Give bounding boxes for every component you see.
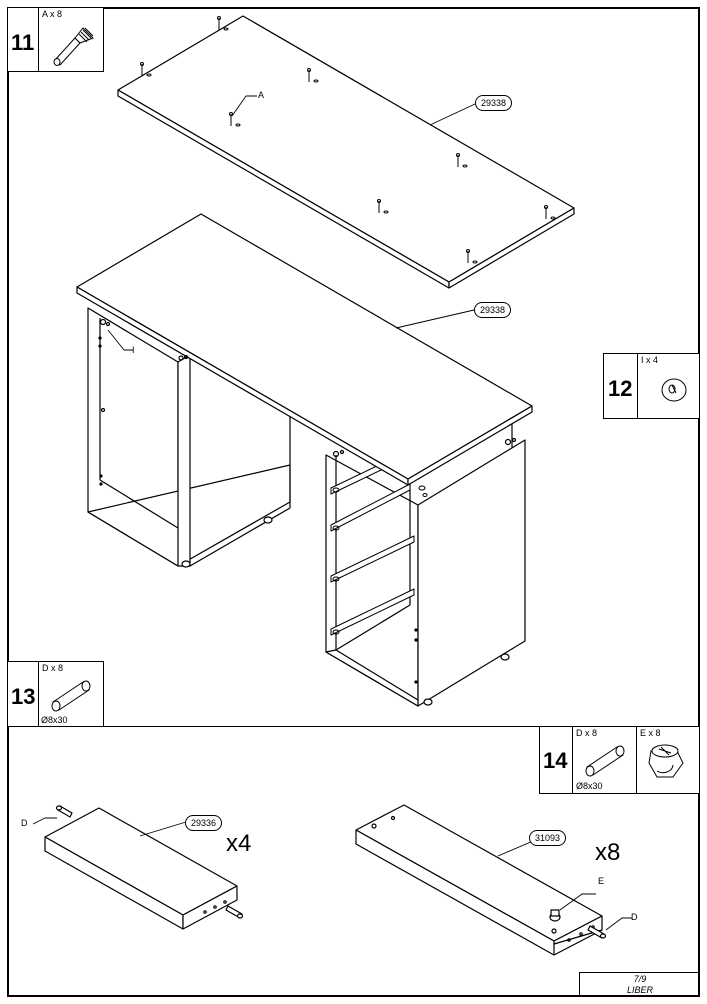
step-11-box: 11 A x 8 — [7, 7, 104, 72]
hardware-caption: A x 8 — [42, 9, 63, 19]
hardware-caption: D x 8 — [576, 728, 598, 738]
product-name: LIBER — [626, 985, 653, 995]
page-number: 7/9 — [633, 974, 647, 984]
step-number: 11 — [11, 30, 35, 55]
cam-lock-icon — [648, 744, 684, 778]
step-number: 13 — [11, 684, 36, 709]
step-number: 14 — [543, 748, 568, 773]
hardware-caption: D x 8 — [42, 663, 64, 673]
hardware-size: Ø8x30 — [576, 781, 603, 791]
step-12-box: 12 I x 4 — [603, 353, 700, 419]
label-d-shelf: D — [21, 818, 28, 828]
label-e: E — [598, 876, 605, 886]
part-code-desk-top: 29338 — [474, 302, 512, 318]
hardware-cell-e: E x 8 — [636, 727, 700, 793]
step-number: 12 — [608, 376, 633, 401]
label-a: A — [258, 90, 265, 100]
part-code-top-panel: 29338 — [475, 95, 513, 111]
label-i: I — [132, 345, 135, 355]
quantity-drawer-side: x8 — [595, 839, 621, 866]
hardware-caption: E x 8 — [640, 728, 661, 738]
left-carcass — [87, 307, 291, 568]
step-14-box: 14 D x 8 Ø8x30 E x 8 — [539, 726, 700, 794]
hardware-caption: I x 4 — [641, 355, 659, 365]
part-code-drawer-side: 31093 — [529, 830, 567, 846]
step-13-box: 13 D x 8 Ø8x30 — [7, 661, 104, 727]
hardware-cell-a: A x 8 — [38, 8, 105, 71]
cam-bolts-a — [140, 16, 556, 264]
page-number-box: 7/9 LIBER — [579, 972, 700, 997]
right-carcass — [325, 422, 526, 707]
cover-cap-icon — [661, 378, 687, 402]
step-divider-bottom — [8, 726, 699, 727]
label-d-drawer: D — [631, 912, 638, 922]
hardware-cell-d: D x 8 Ø8x30 — [38, 662, 105, 726]
cam-bolt-icon — [53, 27, 94, 66]
hardware-size: Ø8x30 — [41, 715, 68, 725]
desk-top — [76, 213, 533, 486]
wooden-dowel-icon — [51, 680, 91, 712]
top-panel — [117, 15, 575, 289]
part-code-shelf: 29336 — [185, 815, 223, 831]
shelf-panel — [44, 805, 244, 930]
wooden-dowel-icon — [585, 745, 625, 777]
page-frame — [7, 7, 700, 997]
quantity-shelf: x4 — [226, 830, 252, 857]
hardware-cell-d: D x 8 Ø8x30 — [572, 727, 637, 793]
drawer-side-panel — [355, 804, 607, 956]
hardware-cell-i: I x 4 — [637, 354, 701, 418]
